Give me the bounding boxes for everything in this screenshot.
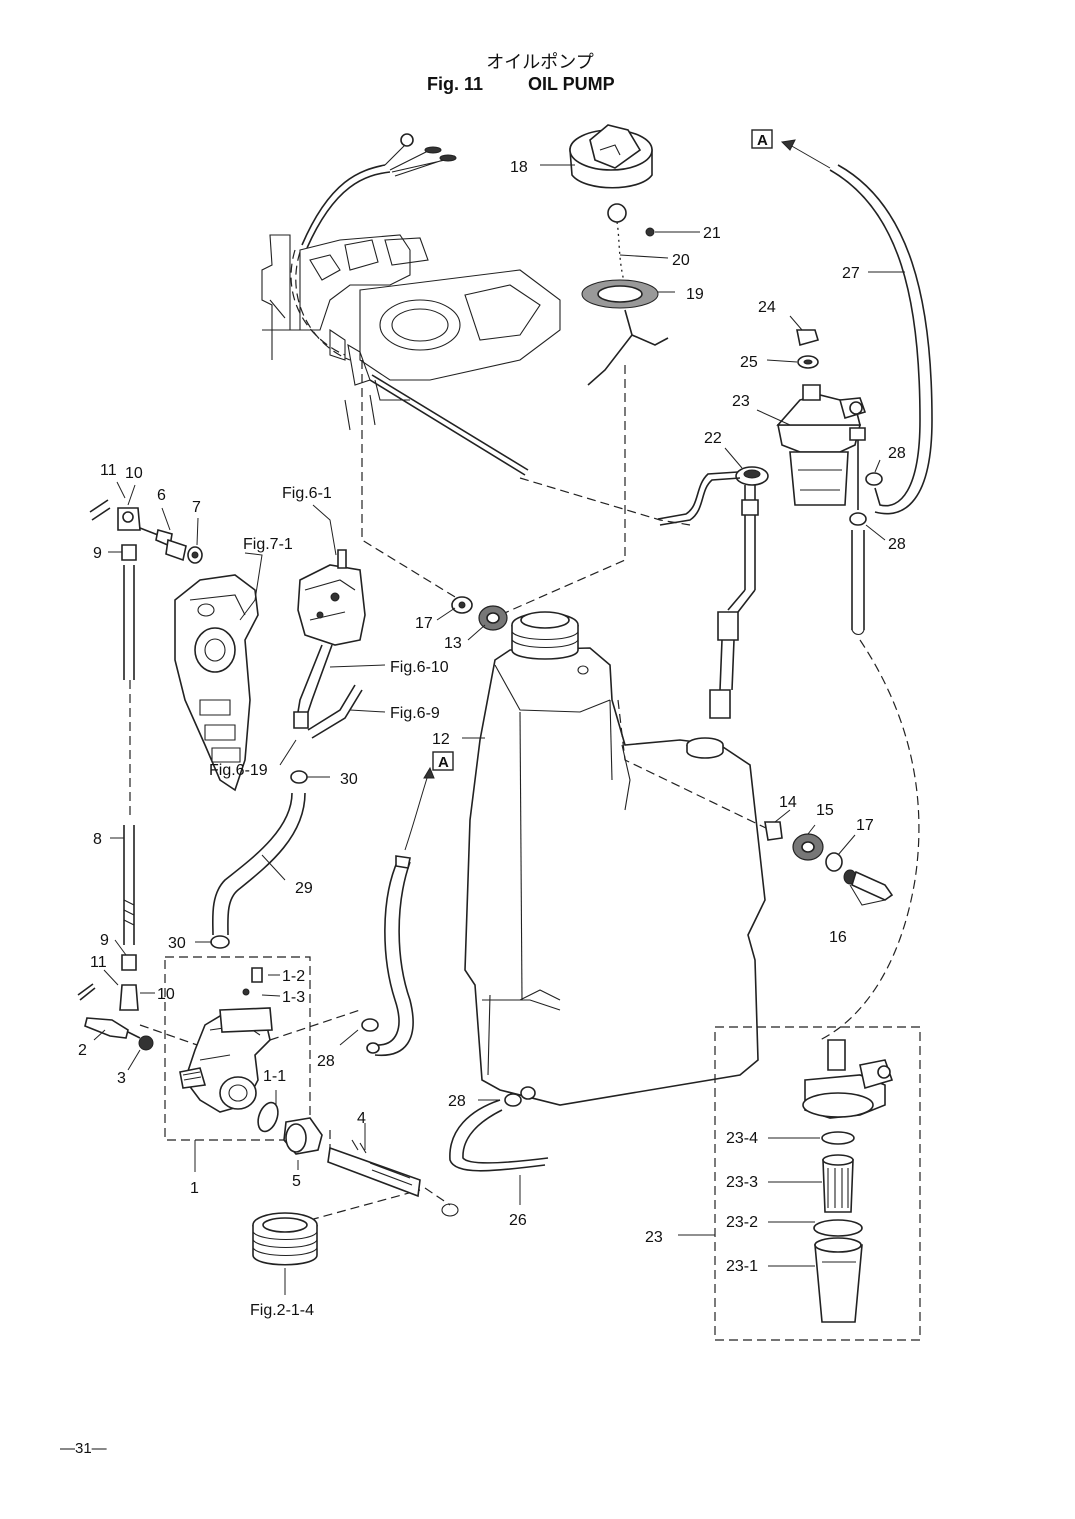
callout-19: 19 <box>686 286 704 303</box>
callout-28-a: 28 <box>888 445 906 462</box>
hose-29 <box>211 792 293 936</box>
gear-13 <box>451 596 508 631</box>
fuel-pump-fig6-1 <box>293 549 366 739</box>
figure-title: OIL PUMP <box>528 74 615 94</box>
callout-23-2: 23-2 <box>726 1214 758 1231</box>
hose-22 <box>657 466 769 719</box>
hose-26 <box>449 1099 546 1172</box>
callout-6: 6 <box>157 487 166 504</box>
figure-number: Fig. 11 <box>427 74 484 94</box>
callout-17-left: 17 <box>415 615 433 632</box>
label-fig7-1: Fig.7-1 <box>243 536 293 553</box>
ref-marker-a-middle-label: A <box>438 754 449 771</box>
label-fig2-1-4: Fig.2-1-4 <box>250 1302 314 1319</box>
callout-23-4: 23-4 <box>726 1130 758 1147</box>
callout-12: 12 <box>432 731 450 748</box>
callout-1: 1 <box>190 1180 199 1197</box>
callout-1-1: 1-1 <box>263 1068 286 1085</box>
callout-9-top: 9 <box>93 545 102 562</box>
callout-13: 13 <box>444 635 462 652</box>
label-fig6-10: Fig.6-10 <box>390 659 449 676</box>
callout-14: 14 <box>779 794 797 811</box>
ref-marker-a-top: A <box>751 129 773 149</box>
callout-15: 15 <box>816 802 834 819</box>
hose-27 <box>829 169 921 507</box>
oil-filter-23-breakdown <box>714 1026 921 1341</box>
figure-japanese-title: オイルポンプ <box>486 52 594 73</box>
callout-17-right: 17 <box>856 817 874 834</box>
callout-27: 27 <box>842 265 860 282</box>
callout-23-3: 23-3 <box>726 1174 758 1191</box>
callout-28-d: 28 <box>448 1093 466 1110</box>
callout-30-bottom: 30 <box>168 935 186 952</box>
callout-28-b: 28 <box>888 536 906 553</box>
bracket-fig7-1 <box>174 574 259 792</box>
callout-7: 7 <box>192 499 201 516</box>
filler-cap-assembly <box>569 124 669 386</box>
engine-block-drawing <box>261 234 561 431</box>
callout-10-bottom: 10 <box>157 986 175 1003</box>
part-3 <box>138 1035 154 1051</box>
callout-11-top: 11 <box>100 462 117 479</box>
callout-1-3: 1-3 <box>282 989 305 1006</box>
control-rod-8 <box>77 499 203 1011</box>
drain-parts <box>764 821 894 906</box>
part-2 <box>84 1017 129 1039</box>
callout-16: 16 <box>829 929 847 946</box>
callout-23-1: 23-1 <box>726 1258 758 1275</box>
callout-23-top: 23 <box>732 393 750 410</box>
hose-27-inner <box>837 164 933 515</box>
callout-4: 4 <box>357 1110 366 1127</box>
level-rod-line <box>369 379 526 476</box>
callout-1-2: 1-2 <box>282 968 305 985</box>
shaft-4 <box>283 1117 459 1217</box>
wire-harness-drawing <box>290 133 457 361</box>
callout-25: 25 <box>740 354 758 371</box>
oil-filter-23 <box>776 329 867 506</box>
callout-8: 8 <box>93 831 102 848</box>
level-rod-line-2 <box>371 374 529 471</box>
page-number: —31— <box>60 1440 107 1457</box>
oil-pump-1 <box>164 956 311 1141</box>
callout-18: 18 <box>510 159 528 176</box>
callout-23-bottom: 23 <box>645 1229 663 1246</box>
ref-marker-a-top-label: A <box>757 132 768 149</box>
label-fig6-1: Fig.6-1 <box>282 485 332 502</box>
callout-22: 22 <box>704 430 722 447</box>
callout-29: 29 <box>295 880 313 897</box>
callout-2: 2 <box>78 1042 87 1059</box>
callout-20: 20 <box>672 252 690 269</box>
callout-26: 26 <box>509 1212 527 1229</box>
callout-24: 24 <box>758 299 776 316</box>
callout-30-top: 30 <box>340 771 358 788</box>
ref-marker-a-middle: A <box>432 751 454 771</box>
callout-9-bottom: 9 <box>100 932 109 949</box>
oil-tank-12 <box>464 611 766 1106</box>
label-fig6-19: Fig.6-19 <box>209 762 268 779</box>
hose-a-middle <box>377 859 400 1046</box>
callout-5: 5 <box>292 1173 301 1190</box>
leader-lines <box>93 164 905 1295</box>
callout-28-c: 28 <box>317 1053 335 1070</box>
callout-labels: 18 21 20 19 27 24 25 23 22 28 28 11 10 6… <box>78 159 906 1319</box>
callout-10-top: 10 <box>125 465 143 482</box>
callout-3: 3 <box>117 1070 126 1087</box>
callout-21: 21 <box>703 225 721 242</box>
callout-11-bottom: 11 <box>90 954 107 971</box>
label-fig6-9: Fig.6-9 <box>390 705 440 722</box>
collar-fig2-1-4 <box>252 1212 318 1266</box>
